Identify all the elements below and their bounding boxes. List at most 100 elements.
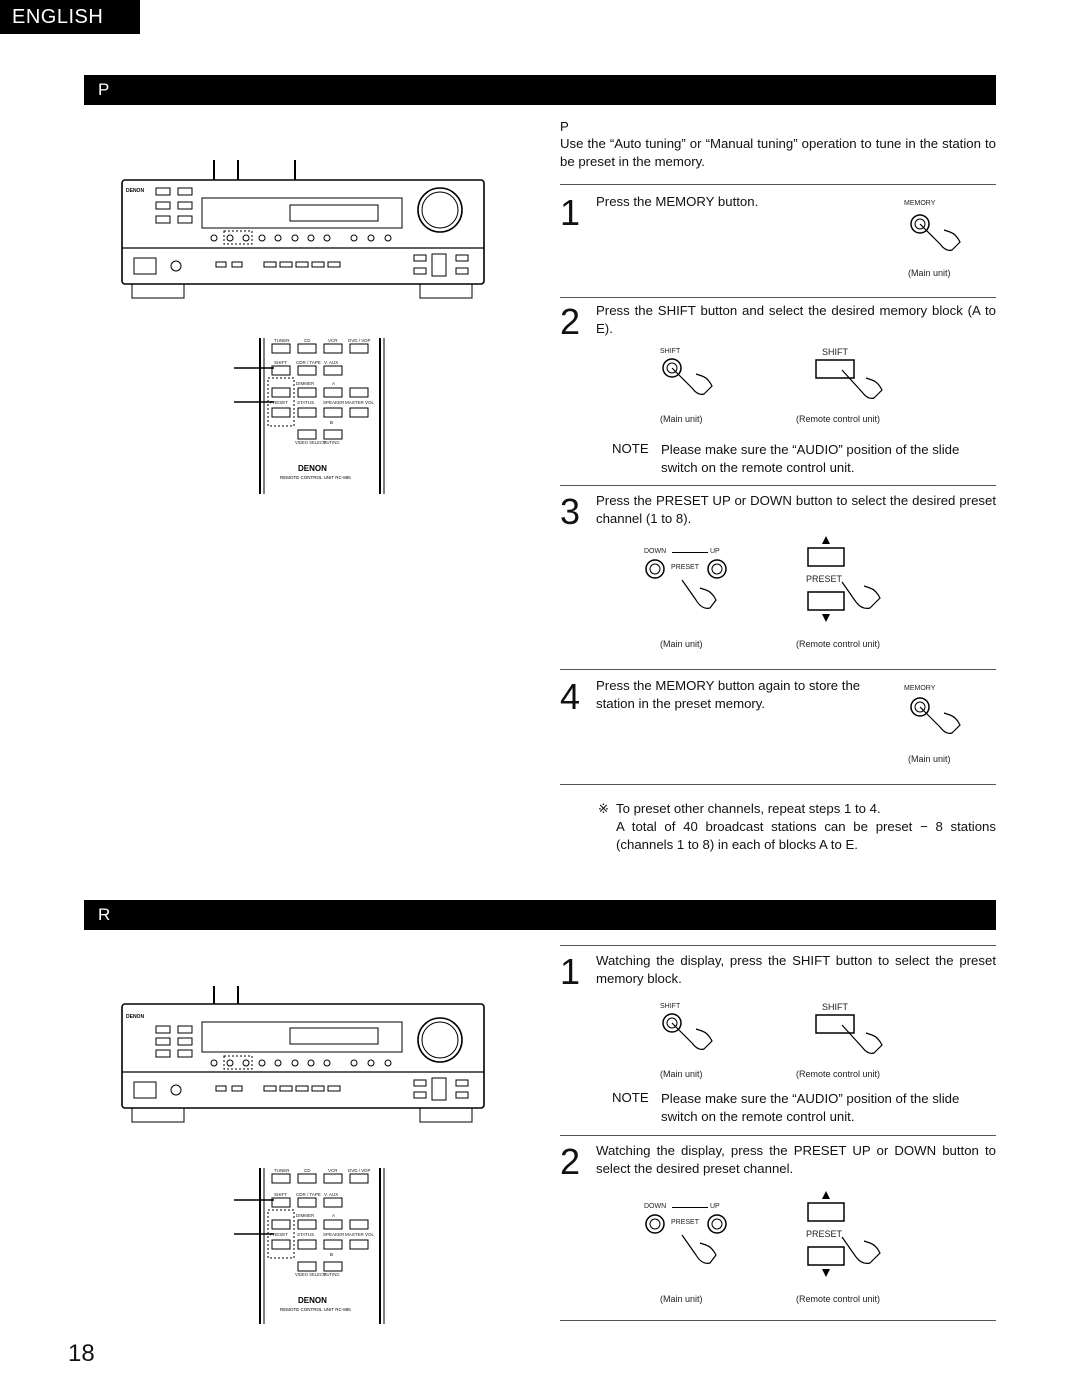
divider (672, 1207, 708, 1208)
memory-button-icon (910, 697, 961, 734)
intro-text: Use the “Auto tuning” or “Manual tuning”… (560, 136, 996, 169)
shift-button-main-icon (662, 1013, 713, 1050)
divider (560, 1320, 996, 1321)
page-number: 18 (68, 1340, 95, 1367)
shift-label-remote: SHIFT (822, 347, 848, 357)
remote-label: DIMMER (296, 381, 315, 386)
receiver-brand: DENON (126, 1014, 144, 1020)
shift-label-remote: SHIFT (822, 1002, 848, 1012)
caption-remote-unit: (Remote control unit) (796, 1069, 881, 1079)
shift-button-main-icon (662, 358, 713, 395)
preset-buttons-remote-icon (807, 1191, 881, 1277)
remote-label: VCR (328, 338, 338, 343)
remote-label: SPEAKER (323, 1232, 345, 1237)
step-number: 4 (560, 676, 581, 717)
caption-main-unit: (Main unit) (660, 639, 703, 649)
step-number: 2 (560, 301, 581, 342)
remote-label: DVD / VDP (348, 338, 371, 343)
memory-button-icon (910, 214, 961, 251)
remote-label: SHIFT (274, 360, 287, 365)
divider (560, 945, 996, 946)
remote-label: DIMMER (296, 1213, 315, 1218)
receiver-brand: DENON (126, 188, 144, 194)
receiver-illustration: DENON (121, 986, 485, 1123)
divider (560, 1135, 996, 1136)
section-heading-preset: P (84, 75, 996, 105)
divider (560, 485, 996, 486)
receiver-illustration: DENON (121, 160, 485, 299)
divider (560, 669, 996, 670)
remote-label: VCR (328, 1168, 338, 1173)
preset-label-remote: PRESET (806, 1229, 843, 1239)
remote-label: V. AUX (324, 1192, 338, 1197)
remote-model: REMOTE CONTROL UNIT RC-885 (280, 475, 351, 480)
remote-label: SPEAKER (323, 400, 345, 405)
remote-label: MUTING (323, 1272, 340, 1277)
step-number: 2 (560, 1141, 581, 1182)
preset-buttons-remote-icon (807, 536, 881, 622)
note-text: Please make sure the “AUDIO” position of… (661, 442, 960, 475)
divider (560, 784, 996, 785)
remote-illustration: TUNER CD VCR DVD / VDP SHIFT CDR / TAPE … (234, 338, 385, 494)
shift-label-main: SHIFT (660, 1003, 681, 1010)
remote-label: SHIFT (274, 1192, 287, 1197)
divider (672, 552, 708, 553)
preset-label-remote: PRESET (806, 574, 843, 584)
step-text: Watching the display, press the PRESET U… (596, 1143, 996, 1176)
step-text: Watching the display, press the SHIFT bu… (596, 953, 996, 986)
remote-label: A (332, 1213, 335, 1218)
down-label: DOWN (644, 1203, 667, 1210)
note-label: NOTE (612, 441, 649, 456)
memory-label: MEMORY (904, 200, 936, 207)
divider (560, 297, 996, 298)
caption-main-unit: (Main unit) (908, 268, 951, 278)
caption-remote-unit: (Remote control unit) (796, 1294, 881, 1304)
caption-remote-unit: (Remote control unit) (796, 639, 881, 649)
remote-brand: DENON (298, 1296, 327, 1305)
preset-buttons-main-icon (645, 559, 727, 609)
remote-label: CDR / TAPE (296, 1192, 321, 1197)
remote-label: CD (304, 338, 311, 343)
remote-label: VIDEO SELECT (295, 1272, 326, 1277)
shift-button-remote-icon (815, 1014, 883, 1054)
up-label: UP (710, 1203, 720, 1210)
step-number: 1 (560, 192, 581, 233)
step-number: 3 (560, 491, 581, 532)
shift-button-remote-icon (815, 359, 883, 399)
remote-label: VIDEO SELECT (295, 440, 326, 445)
remote-label: MASTER VOL (345, 1232, 375, 1237)
step-number: 1 (560, 951, 581, 992)
footnote-line: To preset other channels, repeat steps 1… (616, 801, 881, 816)
caption-remote-unit: (Remote control unit) (796, 414, 881, 424)
up-label: UP (710, 548, 720, 555)
remote-label: CDR / TAPE (296, 360, 321, 365)
remote-label: CD (304, 1168, 311, 1173)
remote-label: DVD / VDP (348, 1168, 371, 1173)
preset-label-main: PRESET (671, 564, 700, 571)
remote-label: V. AUX (324, 360, 338, 365)
remote-label: TUNER (274, 338, 290, 343)
note-text: Please make sure the “AUDIO” position of… (661, 1091, 960, 1124)
note-label: NOTE (612, 1090, 649, 1105)
caption-main-unit: (Main unit) (660, 1294, 703, 1304)
shift-label-main: SHIFT (660, 348, 681, 355)
footnote-mark: ※ (598, 801, 610, 816)
caption-main-unit: (Main unit) (660, 414, 703, 424)
step-text: Press the MEMORY button again to store t… (596, 678, 861, 711)
remote-label: B (330, 420, 333, 425)
section-heading-recall: R (84, 900, 996, 930)
remote-label: TUNER (274, 1168, 290, 1173)
language-tab: ENGLISH (0, 0, 140, 34)
footnote-line: A total of 40 broadcast stations can be … (616, 819, 996, 852)
remote-illustration: TUNER CD VCR DVD / VDP SHIFT CDR / TAPE … (234, 1168, 385, 1324)
subheading-preset: P (560, 119, 569, 134)
caption-main-unit: (Main unit) (660, 1069, 703, 1079)
down-label: DOWN (644, 548, 667, 555)
remote-model: REMOTE CONTROL UNIT RC-885 (280, 1307, 351, 1312)
remote-label: B (330, 1252, 333, 1257)
remote-label: A (332, 381, 335, 386)
remote-label: PRESET (270, 1232, 288, 1237)
memory-label: MEMORY (904, 685, 936, 692)
remote-label: MUTING (323, 440, 340, 445)
step-text: Press the SHIFT button and select the de… (596, 303, 996, 336)
